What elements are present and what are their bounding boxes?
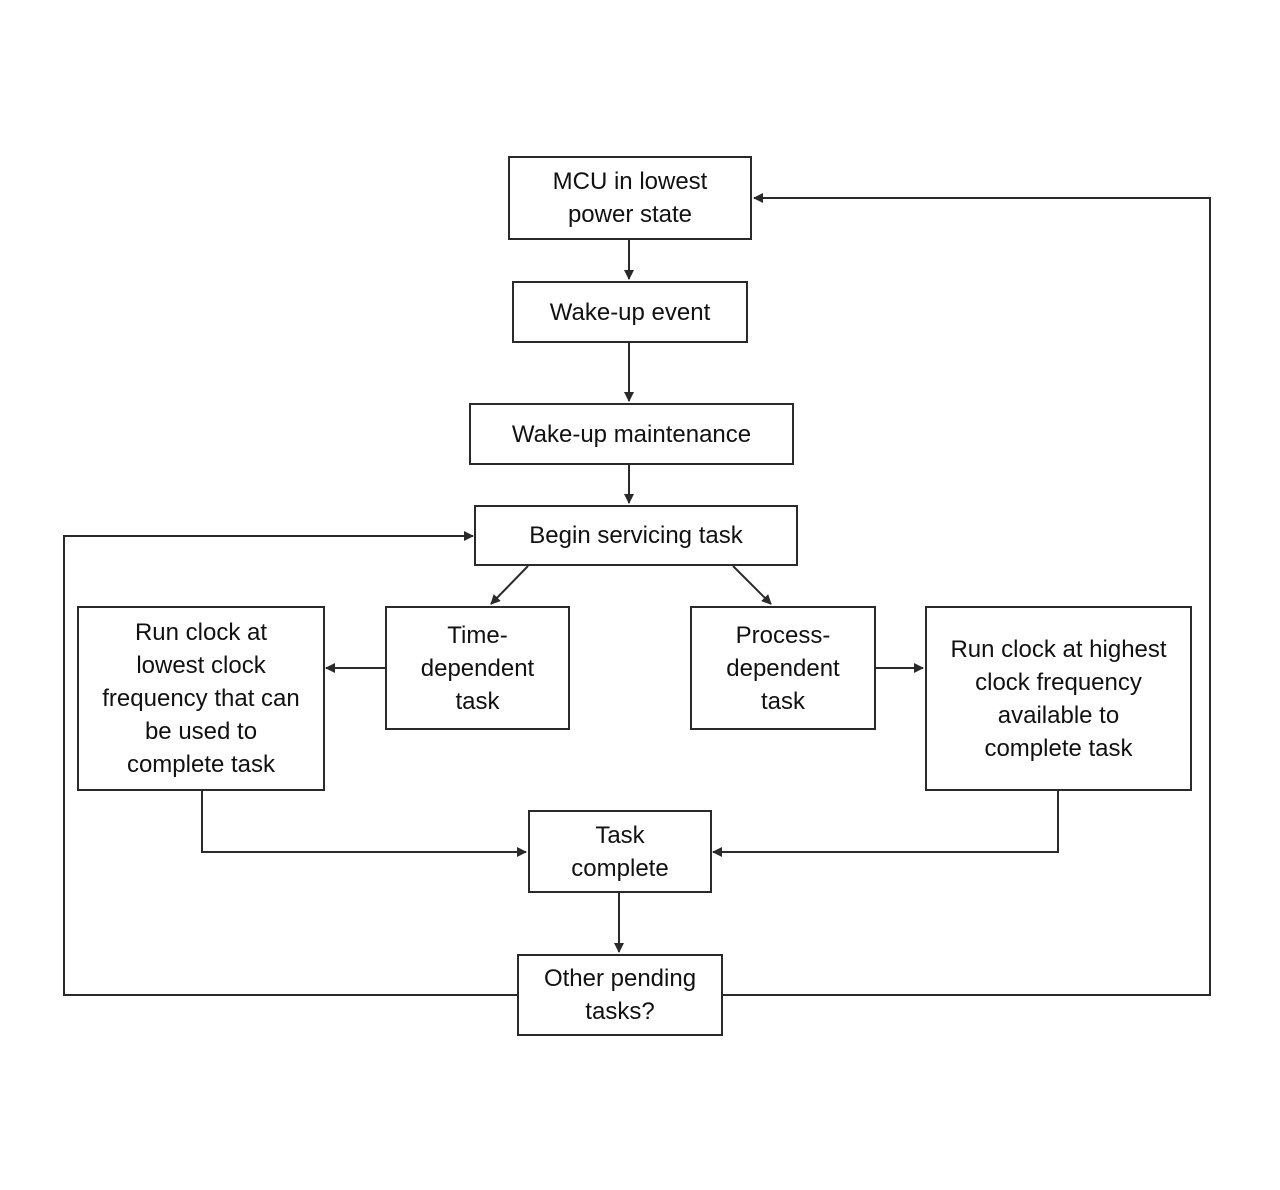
edge-lowest-clock-to-task-complete [201,791,527,857]
edge-begin-servicing-to-process-dependent [732,565,772,605]
node-other-pending-tasks: Other pending tasks? [517,954,723,1036]
node-process-dependent-task-label: Process- dependent task [726,621,840,715]
node-task-complete-label: Task complete [571,821,669,882]
node-begin-servicing-task: Begin servicing task [474,505,798,566]
node-wake-up-event: Wake-up event [512,281,748,343]
node-run-lowest-clock-label: Run clock at lowest clock frequency that… [102,619,300,778]
node-wake-up-event-label: Wake-up event [549,298,711,326]
node-mcu-lowest-power-state: MCU in lowest power state [508,156,752,240]
node-task-complete: Task complete [528,810,712,893]
node-process-dependent-task: Process- dependent task [690,606,876,730]
node-time-dependent-task: Time- dependent task [385,606,570,730]
node-other-pending-tasks-label: Other pending tasks? [543,965,697,1025]
node-run-lowest-clock: Run clock at lowest clock frequency that… [77,606,325,791]
node-run-highest-clock: Run clock at highest clock frequency ava… [925,606,1192,791]
node-run-highest-clock-label: Run clock at highest clock frequency ava… [950,635,1167,762]
edge-highest-clock-to-task-complete [712,791,1059,857]
edge-other-pending-loop-to-mcu-low-power [722,193,1211,996]
node-wake-up-maintenance: Wake-up maintenance [469,403,794,465]
node-time-dependent-task-label: Time- dependent task [420,621,535,715]
edge-begin-servicing-to-time-dependent [490,565,529,605]
node-mcu-lowest-power-state-label: MCU in lowest power state [552,168,708,228]
edge-other-pending-loop-to-begin-servicing [63,531,517,996]
node-wake-up-maintenance-label: Wake-up maintenance [511,420,752,448]
node-begin-servicing-task-label: Begin servicing task [529,522,743,549]
